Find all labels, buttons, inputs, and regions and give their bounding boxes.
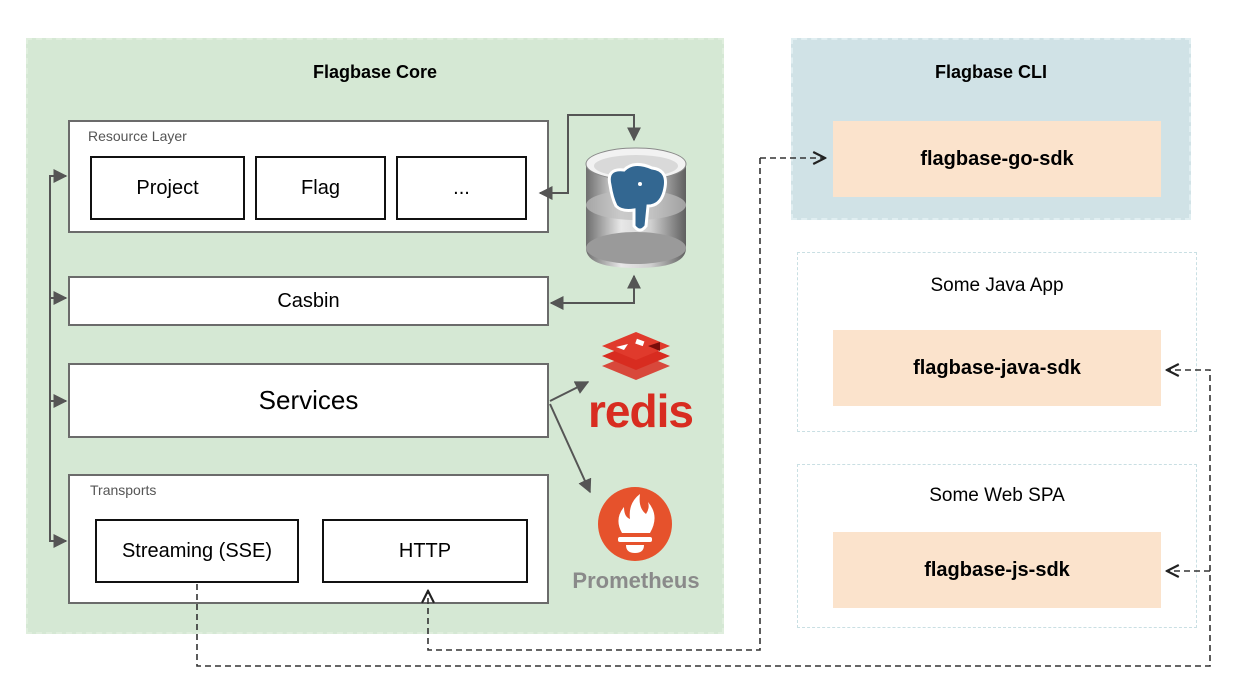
streaming-sse-label: Streaming (SSE) bbox=[121, 539, 273, 562]
flagbase-js-sdk-label: flagbase-js-sdk bbox=[924, 558, 1070, 581]
services-redis-connector bbox=[549, 381, 590, 402]
streaming-sse-box: Streaming (SSE) bbox=[95, 519, 299, 583]
flagbase-java-sdk-label: flagbase-java-sdk bbox=[913, 356, 1081, 379]
flag-label: Flag bbox=[301, 176, 340, 199]
redis-wordmark: redis bbox=[588, 385, 693, 437]
services-label: Services bbox=[258, 385, 359, 415]
more-resources-box: ... bbox=[396, 156, 527, 220]
prometheus-icon bbox=[598, 487, 672, 561]
flag-box: Flag bbox=[255, 156, 386, 220]
project-box: Project bbox=[90, 156, 245, 220]
transports-label: Transports bbox=[90, 482, 157, 498]
sdk-dashed-connectors bbox=[196, 158, 1211, 667]
more-resources-label: ... bbox=[453, 176, 470, 199]
http-box: HTTP bbox=[322, 519, 528, 583]
flagbase-core-title: Flagbase Core bbox=[312, 62, 438, 82]
services-prometheus-connector bbox=[549, 403, 592, 494]
flagbase-cli-title: Flagbase CLI bbox=[934, 62, 1048, 82]
casbin-db-connector bbox=[549, 274, 641, 310]
casbin-layer: Casbin bbox=[68, 276, 549, 326]
project-label: Project bbox=[136, 176, 199, 199]
flagbase-js-sdk-box: flagbase-js-sdk bbox=[833, 532, 1161, 608]
http-label: HTTP bbox=[398, 539, 452, 562]
resource-db-connector bbox=[538, 114, 641, 200]
internal-bus-connector bbox=[49, 169, 68, 548]
postgresql-database-icon bbox=[585, 147, 687, 268]
web-spa-title: Some Web SPA bbox=[929, 485, 1065, 506]
flagbase-go-sdk-box: flagbase-go-sdk bbox=[833, 121, 1161, 197]
flagbase-java-sdk-box: flagbase-java-sdk bbox=[833, 330, 1161, 406]
casbin-label: Casbin bbox=[277, 289, 340, 312]
resource-layer-label: Resource Layer bbox=[88, 128, 187, 144]
redis-icon bbox=[602, 332, 670, 380]
prometheus-wordmark: Prometheus bbox=[572, 568, 699, 593]
java-app-title: Some Java App bbox=[930, 275, 1064, 296]
flagbase-go-sdk-label: flagbase-go-sdk bbox=[920, 147, 1074, 170]
services-layer: Services bbox=[68, 363, 549, 438]
